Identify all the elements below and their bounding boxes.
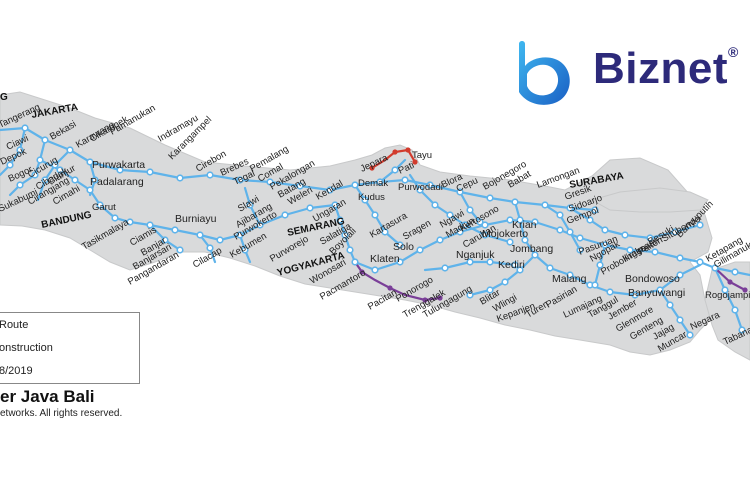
madura-island (590, 187, 709, 213)
biznet-b-logo-icon (519, 41, 570, 105)
city-label: Purwodadi (398, 182, 443, 193)
city-label: Solo (393, 241, 414, 253)
planned-nodes (359, 269, 748, 303)
city-label: Malang (552, 273, 587, 285)
map-title-block: er Java Bali etworks. All rights reserve… (0, 387, 122, 419)
route-nodes (6, 124, 746, 339)
city-label: Kudus (358, 192, 385, 203)
city-labels-medium: Purwakarta Padalarang Burniayu Solo Klat… (90, 159, 685, 299)
legend-item-date: 8/2019 (0, 365, 33, 377)
copyright-text: etworks. All rights reserved. (0, 408, 123, 419)
city-label: Mojokerto (482, 228, 528, 240)
city-label: Padalarang (90, 176, 144, 188)
brand-logo: Biznet® (505, 38, 750, 110)
city-label: Banyuwangi (628, 287, 685, 299)
city-label: Burniayu (175, 213, 217, 225)
legend-item-route: Route (0, 319, 29, 331)
city-label: Rogojampi (705, 290, 750, 301)
city-label: Jombang (510, 243, 553, 255)
city-label: Garut (92, 202, 116, 213)
map-title: er Java Bali (0, 387, 95, 406)
map-legend: Route onstruction 8/2019 (0, 312, 140, 384)
legend-item-construction: onstruction (0, 342, 53, 354)
city-label: Klaten (370, 253, 400, 265)
city-label: Purwakarta (92, 159, 145, 171)
registered-mark: ® (728, 44, 739, 60)
city-label: Tayu (412, 150, 432, 161)
brand-name: Biznet® (593, 44, 739, 93)
city-label: Demak (358, 178, 388, 189)
city-label: Kediri (498, 259, 525, 271)
city-label: Nganjuk (456, 249, 495, 261)
construction-nodes (369, 147, 418, 171)
city-label: Bondowoso (625, 273, 680, 285)
city-label: Krian (512, 219, 537, 231)
city-label: G (0, 92, 8, 103)
